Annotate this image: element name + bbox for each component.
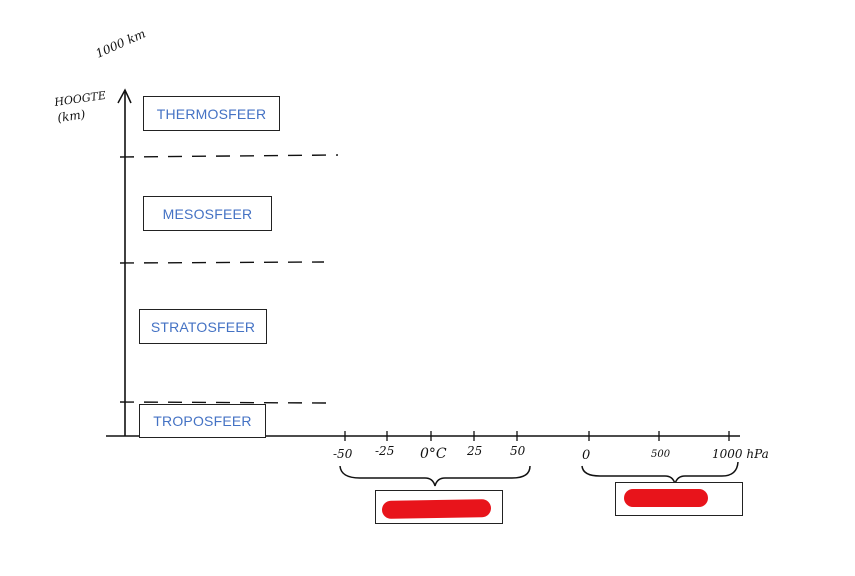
pressure-redaction — [624, 489, 708, 507]
temp-tick-label: 50 — [510, 444, 526, 458]
temp-tick-label: -25 — [375, 444, 394, 458]
y-title-line1: HOOGTE — [53, 89, 107, 109]
layer-label-mesosfeer: MESOSFEER — [162, 205, 253, 222]
temperature-brace — [339, 465, 531, 487]
boundary-strato-tropo — [119, 401, 327, 404]
layer-box-thermosfeer: THERMOSFEER — [143, 96, 280, 131]
layer-label-thermosfeer: THERMOSFEER — [156, 105, 267, 122]
y-title-line2: (km) — [56, 107, 86, 125]
boundary-thermo-meso — [119, 154, 339, 158]
pressure-tick-label: 1000 hPa — [712, 447, 769, 461]
temperature-redaction — [381, 499, 492, 519]
pressure-tick-label: 500 — [651, 449, 671, 460]
temp-tick-label: -50 — [333, 447, 353, 461]
layer-box-mesosfeer: MESOSFEER — [143, 196, 272, 231]
layer-box-troposfeer: TROPOSFEER — [139, 404, 266, 438]
pressure-brace — [581, 461, 739, 485]
pressure-tick-label: 0 — [582, 448, 590, 463]
temperature-scale: -50 -25 0°C 25 50 — [333, 431, 526, 462]
boundary-meso-strato — [119, 261, 325, 264]
pressure-scale: 0 500 1000 hPa — [582, 431, 769, 463]
temp-tick-label: 25 — [466, 444, 482, 458]
height-axis-arrow — [117, 88, 132, 104]
layer-label-troposfeer: TROPOSFEER — [153, 413, 252, 429]
y-top-label: 1000 km — [94, 26, 148, 60]
layer-label-stratosfeer: STRATOSFEER — [150, 318, 256, 335]
layer-box-stratosfeer: STRATOSFEER — [139, 309, 267, 344]
temp-tick-label: 0°C — [420, 446, 447, 462]
